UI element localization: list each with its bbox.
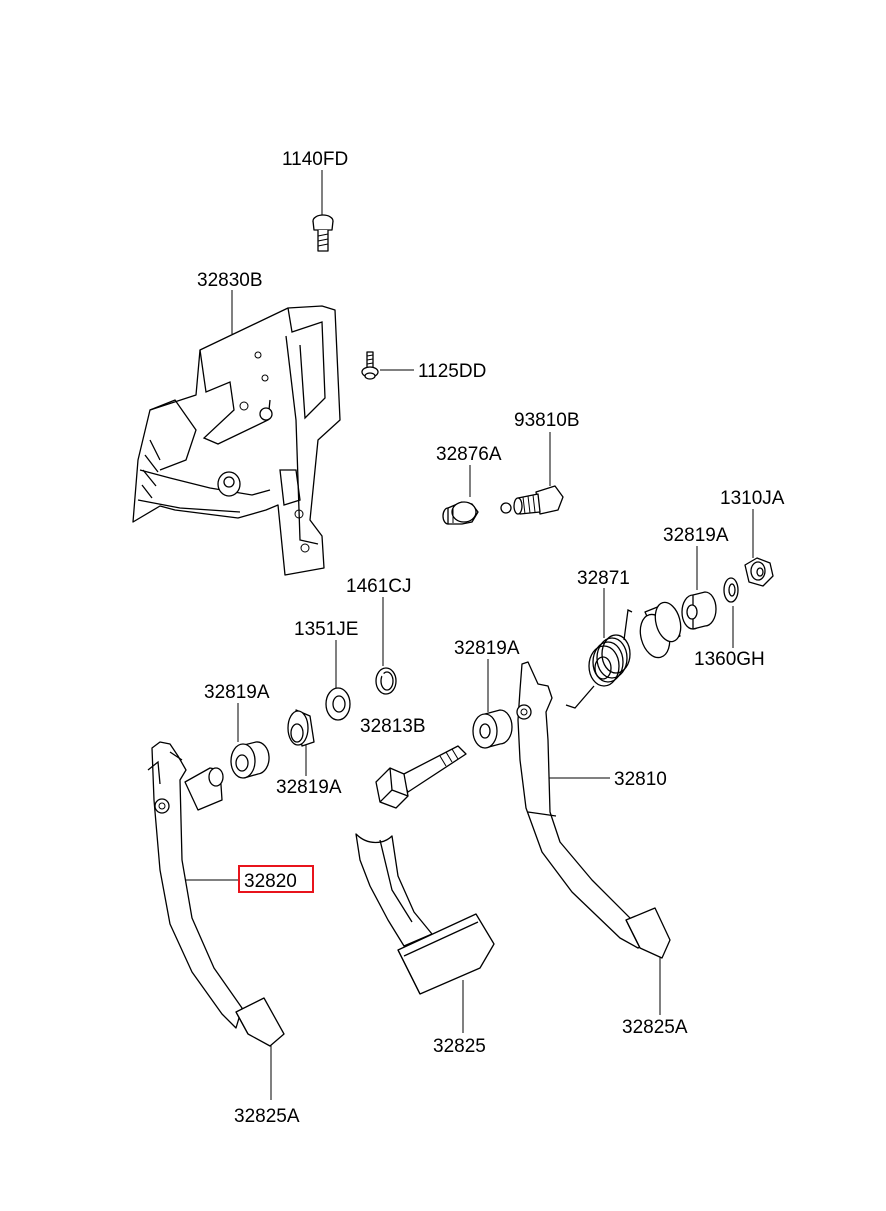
pedal-bracket-32830B-icon: [132, 305, 341, 576]
washer-1351JE-icon: [325, 687, 351, 721]
pedal-arm-32810-icon: [516, 661, 671, 959]
nut-1310JA-icon: [744, 557, 774, 587]
label-32825: 32825: [433, 1036, 486, 1057]
bush-32819A-low-icon: [287, 709, 315, 747]
spacer-collar-icon: [639, 601, 682, 659]
label-32819A-mid: 32819A: [454, 638, 520, 659]
snap-ring-1461CJ-icon: [375, 667, 397, 695]
label-1125DD: 1125DD: [418, 361, 486, 382]
stopper-32876A-icon: [442, 501, 479, 525]
label-32820: 32820: [244, 871, 297, 892]
bolt-1140FD-icon: [312, 214, 334, 252]
label-1310JA: 1310JA: [720, 488, 785, 509]
leader-lines: [186, 170, 754, 1100]
part-labels: 1140FD 32830B 1125DD 93810B 32876A 1310J…: [197, 149, 785, 1127]
label-32819A-left: 32819A: [204, 682, 270, 703]
bush-32819A-mid-icon: [472, 709, 513, 749]
label-1140FD: 1140FD: [282, 149, 348, 170]
pedal-arm-32820-icon: [147, 741, 285, 1047]
label-32819A-top: 32819A: [663, 525, 729, 546]
label-32825A-bottom: 32825A: [234, 1106, 300, 1127]
screw-1125DD-icon: [361, 351, 379, 380]
label-93810B: 93810B: [514, 410, 580, 431]
bush-32819A-left-icon: [230, 741, 270, 779]
pedal-pad-32825-icon: [355, 833, 495, 995]
return-spring-32871-icon: [565, 609, 633, 709]
bush-32819A-top-icon: [681, 591, 717, 630]
washer-1360GH-icon: [723, 577, 739, 603]
label-1461CJ: 1461CJ: [346, 576, 412, 597]
label-1351JE: 1351JE: [294, 619, 358, 640]
label-32813B: 32813B: [360, 716, 426, 737]
highlight-box-32820: [238, 865, 314, 893]
label-32810: 32810: [614, 769, 667, 790]
label-1360GH: 1360GH: [694, 649, 765, 670]
label-32871: 32871: [577, 568, 630, 589]
stop-lamp-switch-93810B-icon: [500, 485, 564, 515]
label-32830B: 32830B: [197, 270, 263, 291]
label-32876A: 32876A: [436, 444, 502, 465]
label-32819A-low: 32819A: [276, 777, 342, 798]
bolt-32813B-icon: [375, 745, 467, 809]
label-32825A-right: 32825A: [622, 1017, 688, 1038]
